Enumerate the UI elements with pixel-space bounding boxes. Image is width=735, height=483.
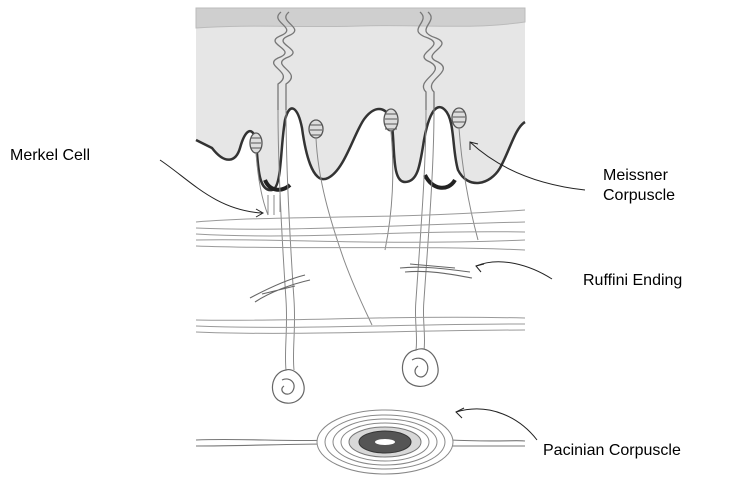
- leader-lines: [160, 142, 585, 440]
- bulb-endings: [272, 349, 438, 403]
- meissner-label-line-2: Corpuscle: [603, 186, 675, 206]
- meissner-corpuscle-4: [452, 108, 466, 128]
- merkel-disc-layer-2: [425, 175, 455, 188]
- dermal-fiber-bundles: [196, 210, 525, 333]
- ruffini-leader: [476, 262, 552, 279]
- meissner-corpuscle-3: [384, 109, 398, 131]
- pacinian-leader: [456, 409, 537, 440]
- pacinian-corpuscle-label: Pacinian Corpuscle: [543, 441, 681, 461]
- merkel-leader: [160, 160, 262, 213]
- meissner-corpuscle-label: Meissner Corpuscle: [603, 166, 675, 206]
- ruffini-arrowhead: [476, 264, 484, 272]
- merkel-cell-label: Merkel Cell: [10, 146, 90, 166]
- epidermis: [196, 8, 525, 190]
- merkel-fibers: [268, 195, 280, 215]
- ruffini-endings: [250, 264, 472, 302]
- pacinian-arrowhead: [456, 408, 464, 418]
- meissner-label-line-1: Meissner: [603, 166, 675, 186]
- pacinian-corpuscle: [196, 410, 525, 474]
- ruffini-ending-label: Ruffini Ending: [583, 271, 682, 291]
- skin-surface: [196, 8, 525, 28]
